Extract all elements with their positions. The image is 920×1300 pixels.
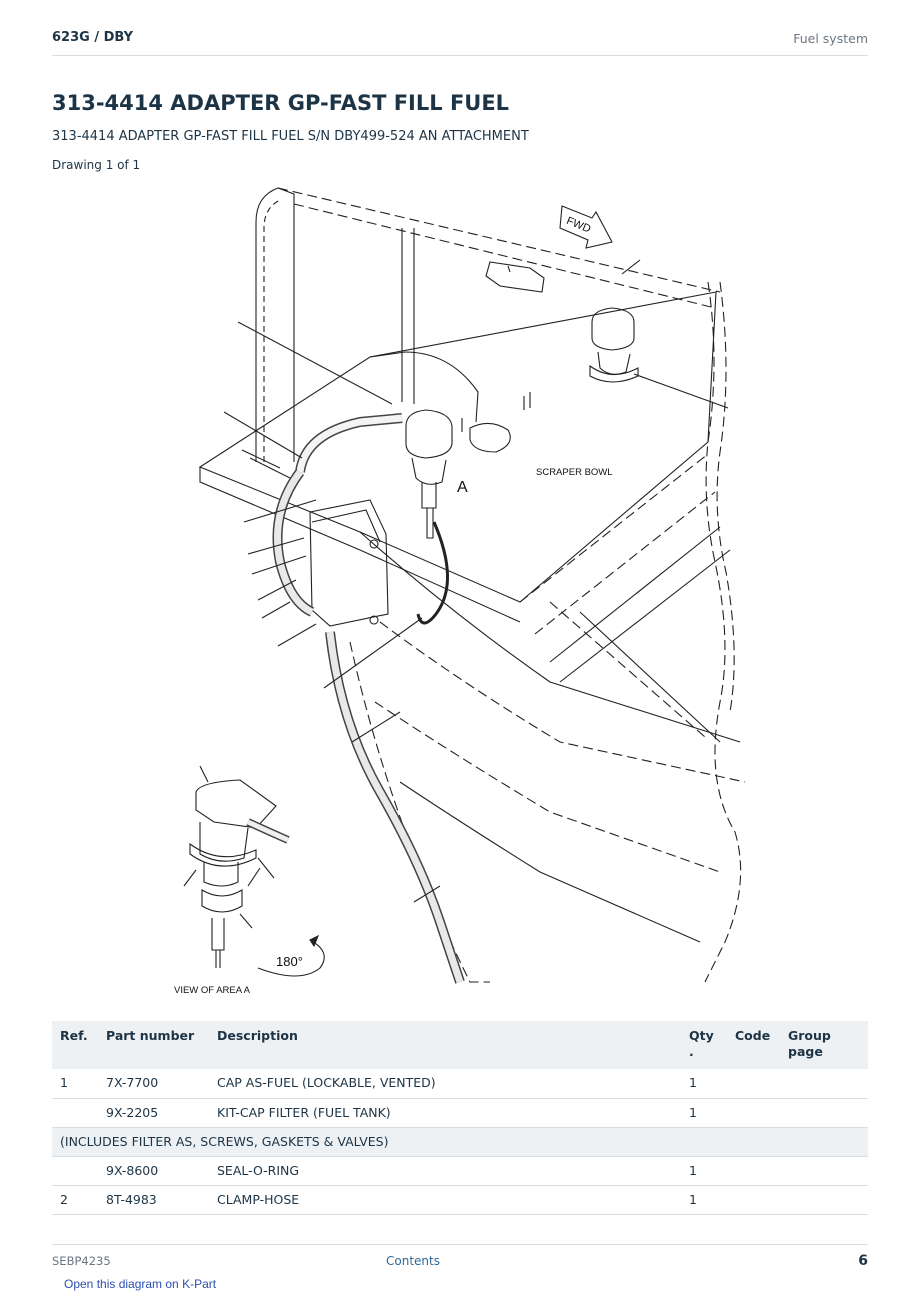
table-row: 9X-2205 KIT-CAP FILTER (FUEL TANK) 1 — [52, 1098, 868, 1128]
cell-group-page — [780, 1185, 868, 1215]
section-label: Fuel system — [793, 31, 868, 46]
cell-description: CLAMP-HOSE — [209, 1185, 681, 1215]
model-label: 623G / DBY — [52, 30, 134, 45]
cell-code — [727, 1156, 780, 1186]
cell-group-page — [780, 1098, 868, 1128]
header-ref: Ref. — [52, 1021, 98, 1069]
parts-table: Ref. Part number Description Qty . Code … — [52, 1021, 868, 1215]
cell-code — [727, 1098, 780, 1128]
cell-qty: 1 — [681, 1185, 727, 1215]
contents-link[interactable]: Contents — [386, 1254, 440, 1268]
cell-group-page — [780, 1069, 868, 1099]
page-subtitle: 313-4414 ADAPTER GP-FAST FILL FUEL S/N D… — [52, 129, 529, 144]
cell-part-number: 9X-8600 — [98, 1156, 209, 1186]
page-header: 623G / DBY Fuel system — [52, 28, 868, 56]
header-description: Description — [209, 1021, 681, 1069]
cell-qty: 1 — [681, 1156, 727, 1186]
drawing-count-label: Drawing 1 of 1 — [52, 158, 141, 172]
doc-number: SEBP4235 — [52, 1254, 111, 1268]
cell-ref — [52, 1156, 98, 1186]
page-footer: SEBP4235 Contents 6 — [52, 1244, 868, 1274]
table-row: 2 8T-4983 CLAMP-HOSE 1 — [52, 1185, 868, 1215]
header-code: Code — [727, 1021, 780, 1069]
table-header-row: Ref. Part number Description Qty . Code … — [52, 1021, 868, 1069]
view-of-area-label: VIEW OF AREA A — [174, 985, 251, 996]
cell-description: CAP AS-FUEL (LOCKABLE, VENTED) — [209, 1069, 681, 1099]
parts-diagram: FWD A SCRAPER BOWL 180° VIEW OF AREA A — [160, 182, 760, 1002]
area-a-marker: A — [457, 479, 468, 496]
table-note-row: (INCLUDES FILTER AS, SCREWS, GASKETS & V… — [52, 1127, 868, 1157]
cell-description: SEAL-O-RING — [209, 1156, 681, 1186]
parts-diagram-drawing: FWD A SCRAPER BOWL 180° VIEW OF AREA A — [174, 187, 746, 996]
cell-part-number: 9X-2205 — [98, 1098, 209, 1128]
cell-part-number: 7X-7700 — [98, 1069, 209, 1099]
header-qty: Qty . — [681, 1021, 727, 1069]
table-row: 9X-8600 SEAL-O-RING 1 — [52, 1156, 868, 1186]
cell-part-number: 8T-4983 — [98, 1185, 209, 1215]
page-number: 6 — [858, 1253, 868, 1269]
header-group-page: Group page — [780, 1021, 868, 1069]
header-part-number: Part number — [98, 1021, 209, 1069]
cell-group-page — [780, 1156, 868, 1186]
cell-ref — [52, 1098, 98, 1128]
page-title: 313-4414 ADAPTER GP-FAST FILL FUEL — [52, 91, 510, 115]
cell-ref: 2 — [52, 1185, 98, 1215]
scraper-bowl-label: SCRAPER BOWL — [536, 467, 613, 478]
cell-code — [727, 1069, 780, 1099]
cell-qty: 1 — [681, 1098, 727, 1128]
cell-ref: 1 — [52, 1069, 98, 1099]
table-row: 1 7X-7700 CAP AS-FUEL (LOCKABLE, VENTED)… — [52, 1069, 868, 1099]
cell-qty: 1 — [681, 1069, 727, 1099]
cell-description: KIT-CAP FILTER (FUEL TANK) — [209, 1098, 681, 1128]
rotation-label: 180° — [276, 954, 303, 969]
kpart-link[interactable]: Open this diagram on K-Part — [64, 1277, 217, 1291]
cell-note: (INCLUDES FILTER AS, SCREWS, GASKETS & V… — [52, 1127, 868, 1157]
cell-code — [727, 1185, 780, 1215]
